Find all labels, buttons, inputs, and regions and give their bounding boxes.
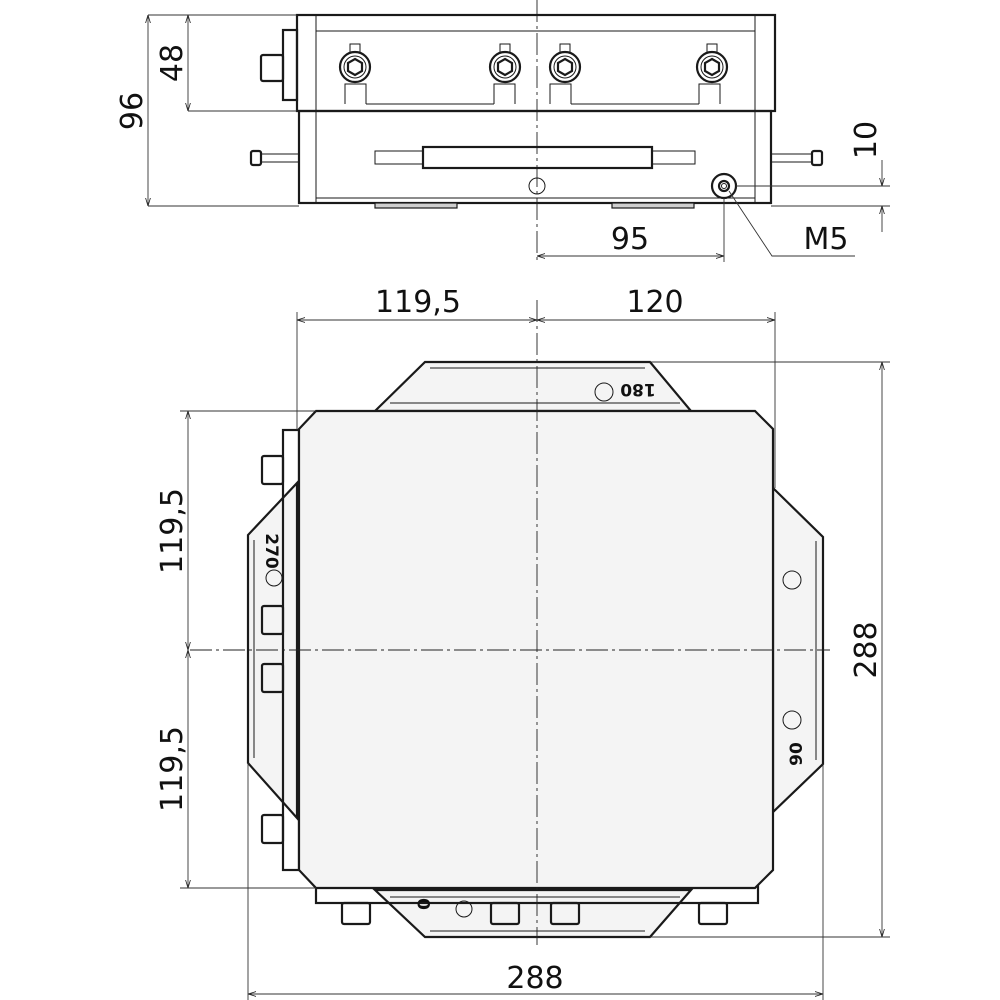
hole-180 — [594, 382, 614, 402]
clamp-slot-2 — [549, 83, 721, 104]
hole-0 — [455, 900, 473, 918]
hex-screw-icon — [695, 43, 729, 84]
knob-left — [260, 662, 285, 694]
side-lower-block — [297, 109, 773, 205]
side-foot-left — [374, 202, 458, 209]
dim-95-label: 95 — [611, 222, 649, 257]
knob-bottom — [340, 901, 372, 926]
side-clamp-screws — [338, 43, 729, 105]
angle-0-label: 0 — [415, 898, 435, 910]
hex-screw-icon — [548, 43, 582, 84]
side-m5-hole-inner — [721, 183, 727, 189]
side-centre-hole — [528, 177, 546, 195]
dim-top-right-label: 120 — [626, 285, 683, 320]
side-view: 96 48 10 95 M5 — [115, 0, 890, 262]
side-m5-hole — [717, 179, 731, 193]
dim-10-label: 10 — [849, 121, 884, 159]
knob-bottom — [489, 901, 521, 926]
main-plate — [297, 409, 775, 890]
side-rod — [249, 145, 824, 170]
angle-90-label: 90 — [787, 742, 807, 766]
knob-bottom — [549, 901, 581, 926]
dim-overall-height-label: 288 — [849, 621, 884, 678]
hole-90-upper — [782, 570, 802, 590]
hex-screw-icon — [338, 43, 372, 84]
clamp-slot-1 — [344, 83, 516, 104]
hole-90-lower — [782, 710, 802, 730]
side-left-tab — [281, 28, 299, 102]
dim-48-label: 48 — [155, 44, 190, 82]
dim-left-lower-label: 119,5 — [155, 726, 190, 812]
dim-top-left-label: 119,5 — [375, 285, 461, 320]
dim-96-label: 96 — [115, 92, 150, 130]
m5-leader — [728, 190, 855, 257]
side-m5-boss — [710, 172, 738, 200]
knob-left — [260, 604, 285, 636]
knob-bottom — [697, 901, 729, 926]
side-left-knob — [259, 53, 285, 83]
angle-270-label: 270 — [261, 533, 281, 569]
side-foot-right — [611, 202, 695, 209]
hex-screw-icon — [488, 43, 522, 84]
dim-left-upper-label: 119,5 — [155, 488, 190, 574]
hole-270 — [265, 569, 283, 587]
m5-callout-label: M5 — [804, 222, 849, 257]
plan-view: 180 270 90 0 119,5 120 119,5 119,5 288 2… — [155, 285, 890, 1000]
knob-left — [260, 813, 285, 845]
knob-left — [260, 454, 285, 486]
dim-overall-width-label: 288 — [506, 961, 563, 996]
angle-180-label: 180 — [620, 379, 656, 399]
